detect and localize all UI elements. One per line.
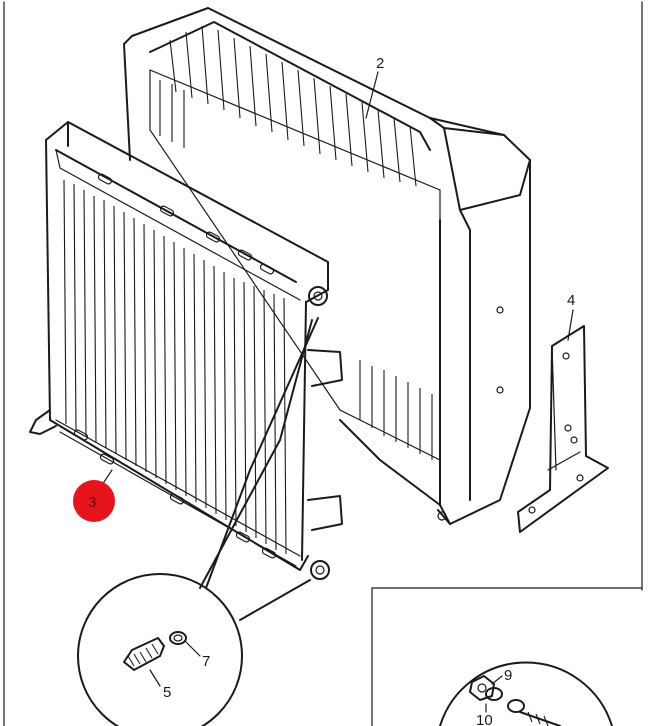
radiator-icon xyxy=(123,7,531,525)
callout-10-label: 10 xyxy=(476,712,493,726)
callout-5-label: 5 xyxy=(163,684,171,701)
detail-circle-drain: 5 7 xyxy=(77,573,243,726)
callout-3-badge xyxy=(73,480,115,522)
callout-4: 4 xyxy=(567,292,575,341)
callout-2-label: 2 xyxy=(376,55,384,72)
callout-3: 3 xyxy=(73,469,115,522)
stud-icon xyxy=(507,699,561,726)
page-border xyxy=(3,1,643,726)
callout-9-label: 9 xyxy=(504,667,512,684)
oil-cooler-core xyxy=(63,179,287,555)
washer-icon xyxy=(169,631,187,645)
bolt-icon xyxy=(469,675,495,701)
detail-circle-bolt: 9 10 xyxy=(439,661,613,726)
callout-3-label: 3 xyxy=(88,494,96,511)
callout-4-label: 4 xyxy=(567,292,575,309)
washer-icon-2 xyxy=(485,687,503,701)
callout-7-label: 7 xyxy=(202,653,210,670)
oil-cooler-bottom-slots xyxy=(73,429,277,559)
radiator-core xyxy=(149,69,441,461)
detail-leaders xyxy=(199,317,319,621)
drain-fitting-icon xyxy=(123,637,165,671)
oil-cooler-top-slots xyxy=(97,173,275,275)
callout-2: 2 xyxy=(365,55,384,119)
bracket-icon xyxy=(517,325,609,533)
oil-cooler-icon xyxy=(29,121,343,580)
